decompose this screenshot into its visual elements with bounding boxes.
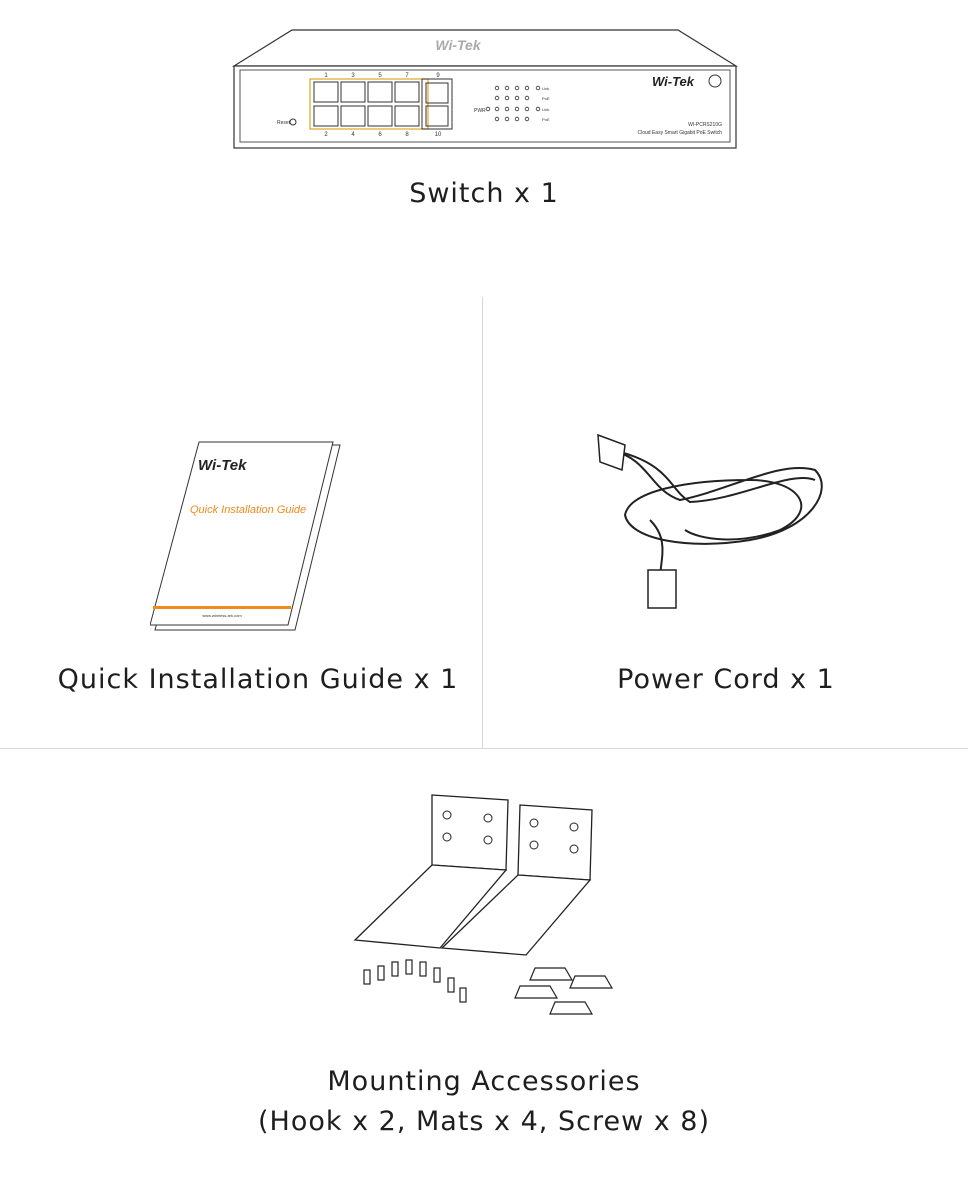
accessories-label-line1: Mounting Accessories <box>327 1066 641 1097</box>
guide-cover-title: Quick Installation Guide <box>190 504 306 516</box>
led-label: PoE <box>542 96 550 101</box>
guide-url: www.wireless-tek.com <box>202 613 242 618</box>
led-label: PoE <box>542 117 550 122</box>
guide-illustration: Wi-Tek Quick Installation Guide www.wire… <box>150 441 341 631</box>
cloud-icon <box>708 74 722 88</box>
vertical-divider <box>482 297 483 748</box>
description-text: Cloud Easy Smart Gigabit PoE Switch <box>638 130 723 136</box>
port-label: 8 <box>405 132 409 138</box>
mats <box>514 967 614 1015</box>
port-label: 7 <box>405 73 409 79</box>
led-label: Link <box>542 107 549 112</box>
port-label: 9 <box>436 73 440 79</box>
front-logo: Wi-Tek <box>652 74 695 89</box>
reset-button <box>289 118 297 126</box>
port-label: 4 <box>351 132 355 138</box>
screws <box>363 959 467 1003</box>
accessories-label-line2: (Hook x 2, Mats x 4, Screw x 8) <box>257 1106 711 1137</box>
port-label: 2 <box>324 132 328 138</box>
power-cord-label: Power Cord x 1 <box>617 664 835 695</box>
power-cord-illustration <box>597 433 823 609</box>
led-label: Link <box>542 86 549 91</box>
guide-logo: Wi-Tek <box>198 457 247 474</box>
port-label: 6 <box>378 132 382 138</box>
switch-illustration: Wi-Tek 1 3 5 7 9 2 4 6 8 10 Reset PWR Li… <box>231 29 739 149</box>
port-label: 1 <box>324 73 328 79</box>
reset-label: Reset <box>277 120 291 126</box>
port-label: 5 <box>378 73 382 79</box>
port-label: 3 <box>351 73 355 79</box>
horizontal-divider <box>0 748 968 749</box>
model-text: WI-PCRS210G <box>688 122 722 128</box>
pwr-label: PWR <box>474 108 486 114</box>
top-logo: Wi-Tek <box>435 37 481 53</box>
port-label: 10 <box>435 132 442 138</box>
switch-label: Switch x 1 <box>409 178 559 209</box>
accessories-illustration <box>353 794 614 1015</box>
guide-label: Quick Installation Guide x 1 <box>57 664 459 695</box>
